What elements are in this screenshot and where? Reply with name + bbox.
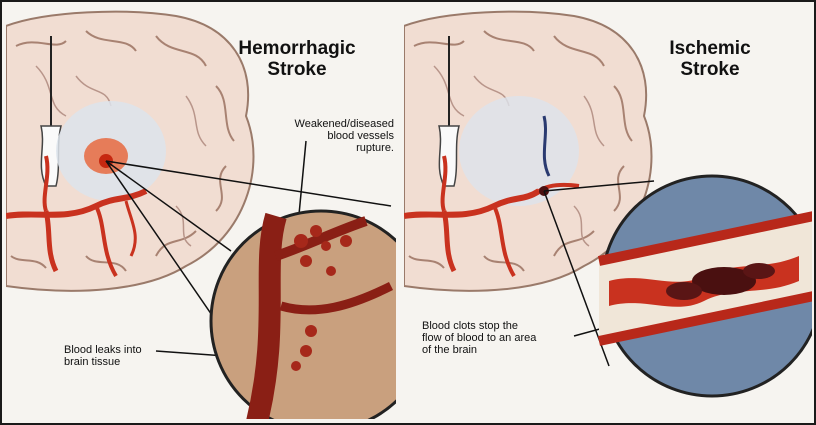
blood-clot-label: Blood clots stop the flow of blood to an… xyxy=(422,320,582,356)
hemorrhagic-title: Hemorrhagic Stroke xyxy=(222,38,372,80)
ischemic-panel: Ischemic Stroke Blood clots stop the flo… xyxy=(404,6,812,419)
blood-leak-label: Blood leaks into brain tissue xyxy=(64,344,174,368)
brain-section-hemorrhagic xyxy=(6,12,254,291)
ruptured-vessel-inset xyxy=(211,211,396,419)
hemorrhagic-panel: Hemorrhagic Stroke Weakened/diseased blo… xyxy=(6,6,396,419)
ruptured-vessels-label: Weakened/diseased blood vessels rupture. xyxy=(264,118,394,154)
ischemic-title: Ischemic Stroke xyxy=(650,38,770,80)
